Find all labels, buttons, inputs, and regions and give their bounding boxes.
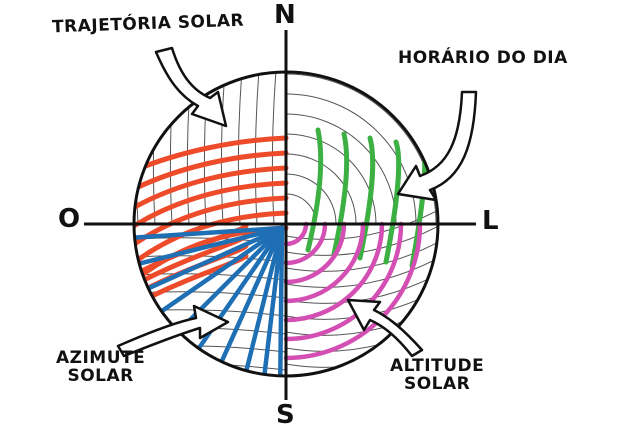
- azimute-ray: [134, 225, 285, 271]
- guide-line: [285, 221, 438, 256]
- horario-label: HORÁRIO DO DIA: [398, 48, 568, 68]
- arrow-horario: [396, 90, 478, 202]
- altitude-label-line1: ALTITUDE: [390, 356, 485, 376]
- azimute-ray: [134, 225, 285, 299]
- guide-line: [134, 291, 287, 299]
- guide-line: [237, 72, 243, 225]
- azimute-label: AZIMUTE SOLAR: [56, 348, 146, 386]
- trajetoria-curve: [134, 180, 289, 234]
- horario-curve: [305, 127, 324, 253]
- altitude-label-line2: SOLAR: [403, 373, 471, 394]
- azimute-ray: [260, 225, 285, 376]
- guide-line: [285, 153, 357, 225]
- guide-line: [271, 72, 277, 225]
- horario-curve: [331, 131, 350, 257]
- altitude-arc: [283, 221, 385, 323]
- guide-line: [254, 72, 260, 225]
- altitude-label: ALTITUDE SOLAR: [390, 356, 485, 394]
- guide-line: [285, 253, 438, 288]
- arrow-trajetoria: [154, 46, 228, 128]
- trajetoria-curve: [137, 223, 249, 275]
- east-label: L: [482, 206, 500, 236]
- guide-line: [285, 173, 337, 225]
- altitude-arc: [283, 221, 309, 247]
- trajetoria-curve: [137, 253, 249, 305]
- azimute-ray: [277, 225, 285, 376]
- trajetoria-curve: [134, 165, 289, 215]
- azimute-ray: [239, 225, 285, 376]
- altitude-arc: [283, 221, 366, 304]
- altitude-arc: [283, 221, 347, 285]
- north-label: N: [274, 0, 297, 30]
- guide-line: [285, 193, 317, 225]
- horario-curve: [383, 139, 402, 265]
- arrow-azimute: [116, 304, 230, 358]
- azimute-label-line1: AZIMUTE: [56, 348, 146, 368]
- altitude-arc: [283, 221, 328, 266]
- south-label: S: [276, 400, 296, 430]
- guide-line: [285, 133, 377, 225]
- azimute-ray: [211, 225, 285, 376]
- trajetoria-curve: [134, 150, 289, 196]
- guide-line: [169, 72, 175, 225]
- azimute-ray: [144, 225, 285, 324]
- azimute-ray: [134, 225, 285, 242]
- arrow-altitude: [346, 298, 424, 358]
- azimute-label-line2: SOLAR: [67, 365, 134, 386]
- azimute-ray: [186, 225, 285, 366]
- guide-line: [285, 237, 438, 272]
- guide-line: [285, 73, 437, 225]
- west-label: O: [58, 204, 81, 234]
